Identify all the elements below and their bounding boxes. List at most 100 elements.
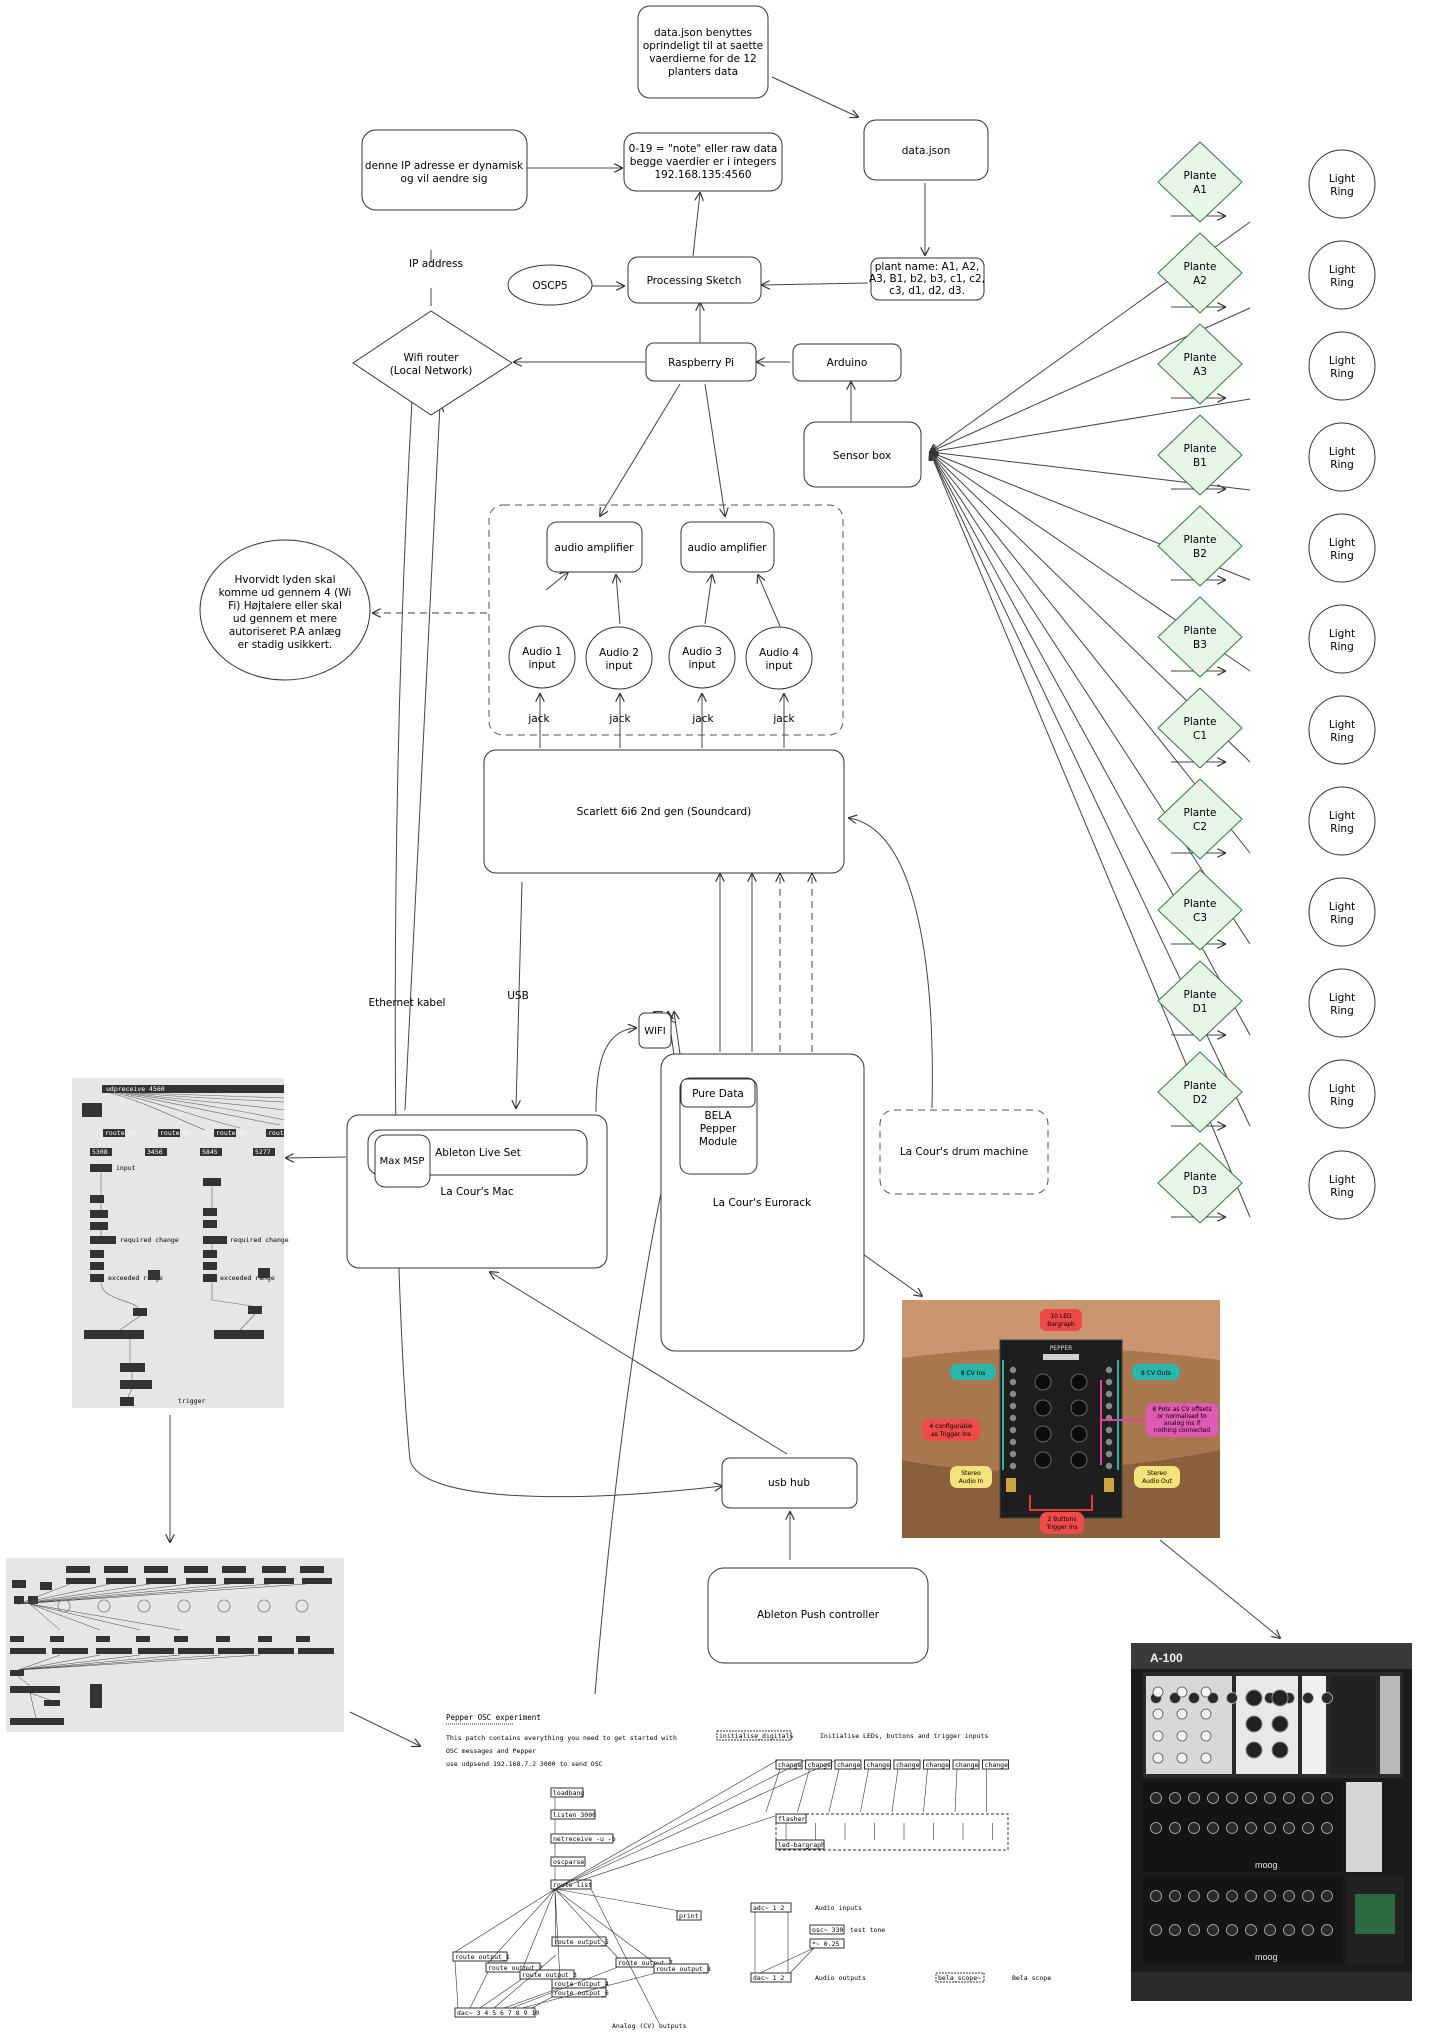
light-ring-label: Light	[1329, 901, 1355, 913]
plant-diamond	[1157, 596, 1243, 678]
node-audio-input-2: Audio 2 input	[585, 626, 653, 690]
max-route-label: route A1	[105, 1129, 136, 1137]
plant-label: Plante	[1184, 989, 1217, 1001]
max-exceeded-range: exceeded range	[220, 1274, 275, 1282]
pepper-tag-text: or normalised to	[1157, 1413, 1207, 1420]
max-number-label: 5845	[202, 1148, 218, 1156]
pepper-tag-text: analog ins if	[1164, 1420, 1201, 1427]
modular-knob	[1169, 1924, 1181, 1936]
plant-id: D2	[1193, 1094, 1208, 1106]
node-push-controller: Ableton Push controller	[707, 1567, 929, 1664]
audio-input-line: Audio 4	[759, 647, 799, 659]
pd-change-label: change	[808, 1761, 832, 1769]
pd-object	[750, 1972, 792, 1983]
pepper-tag-cv-outs: 8 CV Outs	[1132, 1364, 1180, 1380]
plant-id: A2	[1193, 275, 1207, 287]
node-oscp5: OSCP5	[507, 264, 593, 306]
modular-knob	[1226, 1822, 1238, 1834]
pepper-tag-text: Audio Out	[1142, 1478, 1172, 1485]
jack-label: jack	[691, 713, 714, 725]
pd-route-output: route output_1	[452, 1951, 510, 1962]
max-object	[120, 1397, 134, 1406]
plant-label: Plante	[1184, 352, 1217, 364]
ableton-set-label: Ableton Live Set	[435, 1147, 521, 1159]
pepper-jack	[1009, 1378, 1017, 1386]
modular-knob	[1245, 1792, 1257, 1804]
node-speaker-note: Hvorvidt lyden skal komme ud gennem 4 (W…	[199, 539, 371, 681]
pepper-tag-trigger-ins: 4 configurable as Trigger Ins	[922, 1419, 980, 1441]
pepper-jack	[1009, 1462, 1017, 1470]
bela-line: Module	[699, 1136, 737, 1148]
plant-diamond	[1157, 1051, 1243, 1133]
sensor-box-label: Sensor box	[833, 450, 891, 462]
pepper-tag-text: 8 CV Outs	[1141, 1370, 1171, 1377]
pd-object	[550, 1809, 596, 1820]
ethernet-label: Ethernet kabel	[369, 997, 446, 1009]
light-ring-circle	[1308, 331, 1376, 401]
pd-audio-inputs: Audio inputs	[815, 1904, 862, 1912]
wifi-router-line: (Local Network)	[390, 365, 473, 377]
pd-wire	[860, 1768, 869, 1813]
modular-knob	[1321, 1792, 1333, 1804]
modular-knob	[1169, 1822, 1181, 1834]
pd-route-output: route output_8	[653, 1963, 711, 1974]
pepper-tag-text: 10 LED	[1050, 1313, 1072, 1320]
modular-knob	[1207, 1792, 1219, 1804]
node-wifi: WIFI	[638, 1012, 672, 1049]
light-ring-label: Light	[1329, 810, 1355, 822]
max-object	[258, 1268, 270, 1278]
wifi-router-line: Wifi router	[403, 352, 459, 364]
osc-box-line: 0-19 = "note" eller raw data	[629, 143, 778, 155]
max-object	[203, 1208, 217, 1216]
plant-id: C1	[1193, 730, 1207, 742]
modular-knob	[1226, 1792, 1238, 1804]
max-number	[145, 1148, 167, 1156]
pd-audio-outputs: Audio outputs	[815, 1974, 866, 1982]
pepper-module-photo: PEPPER 10 LED Bargraph 8 CV Ins 8 CV Out…	[902, 1300, 1220, 1538]
pd-wire	[954, 1768, 958, 1813]
datajson-note-line: data.json benyttes	[654, 27, 752, 39]
light-ring-circle	[1308, 786, 1376, 856]
plant-label: Plante	[1184, 1171, 1217, 1183]
pepper-jack	[1105, 1390, 1113, 1398]
max-object	[90, 1222, 108, 1230]
audio-input-line: Audio 1	[522, 646, 562, 658]
pd-adc: adc~ 1 2	[753, 1904, 784, 1912]
modular-knob	[1302, 1692, 1314, 1704]
pd-wire	[891, 1768, 899, 1813]
modular-knob	[1283, 1890, 1295, 1902]
pepper-knob	[1070, 1425, 1088, 1443]
pd-wire	[828, 1768, 840, 1813]
drum-machine-label: La Cour's drum machine	[900, 1146, 1028, 1158]
plant-names-line: c3, d1, d2, d3.	[889, 285, 965, 297]
pd-route-output: route output_5	[551, 1936, 609, 1947]
plant-diamond	[1157, 960, 1243, 1042]
modular-knob	[1302, 1792, 1314, 1804]
pepper-jack	[1105, 1378, 1113, 1386]
pepper-knob	[1070, 1373, 1088, 1391]
modular-knob	[1200, 1752, 1212, 1764]
modular-knob	[1150, 1890, 1162, 1902]
modular-knob	[1245, 1890, 1257, 1902]
light-ring-circle	[1308, 149, 1376, 219]
max-object	[82, 1103, 102, 1117]
max-route	[266, 1129, 284, 1137]
pd-wire	[923, 1768, 928, 1813]
pepper-tag-text: 8 Pots as CV offsets	[1152, 1406, 1211, 1413]
jack-label: jack	[772, 713, 795, 725]
max-object	[90, 1236, 116, 1244]
light-ring-label: Light	[1329, 1083, 1355, 1095]
modular-knob	[1207, 1822, 1219, 1834]
plant-label: Plante	[1184, 261, 1217, 273]
pepper-tag-buttons: 2 Buttons Trigger Ins	[1040, 1512, 1084, 1534]
pd-object-label: netreceive -u -b	[553, 1835, 616, 1843]
modular-knob	[1150, 1822, 1162, 1834]
plant-label: Plante	[1184, 534, 1217, 546]
pepper-tag-text: 4 configurable	[929, 1423, 973, 1430]
modular-knob	[1245, 1689, 1263, 1707]
